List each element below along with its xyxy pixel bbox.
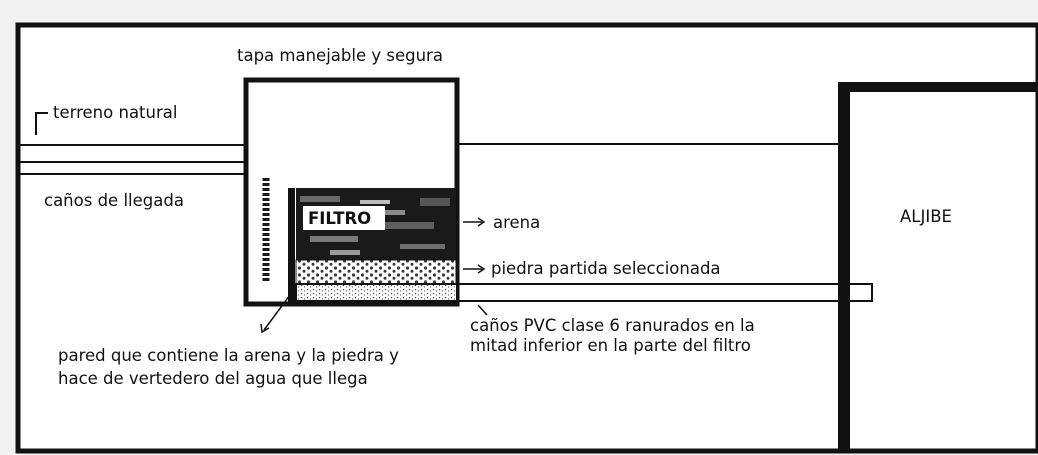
wall-label-line2: hace de vertedero del agua que llega [58, 369, 368, 388]
crushed-stone-layer [295, 259, 457, 285]
filter-label-box [303, 206, 385, 230]
cistern-wall [838, 82, 850, 452]
containing-wall [288, 188, 295, 302]
gravel-layer [296, 284, 456, 302]
crushed-stone-label: piedra partida seleccionada [491, 259, 721, 278]
pvc-label-line2: mitad inferior en la parte del filtro [470, 336, 751, 355]
natural-ground-bracket [35, 112, 48, 135]
cistern-top [838, 82, 1038, 92]
sand-label: arena [493, 213, 540, 232]
pvc-pointer [477, 304, 488, 316]
wall-pointer-head [260, 323, 270, 334]
inlet-pipes-label: caños de llegada [44, 191, 184, 210]
pvc-pipe [295, 283, 873, 302]
wall-label-line1: pared que contiene la arena y la piedra … [58, 346, 399, 365]
lid-label: tapa manejable y segura [237, 46, 443, 65]
cistern-label: ALJIBE [900, 207, 952, 226]
outer-frame [15, 22, 1038, 454]
wall-pointer [263, 294, 291, 331]
natural-ground-label: terreno natural [53, 103, 177, 122]
sand-arrow-head [477, 217, 486, 227]
pvc-label-line1: caños PVC clase 6 ranurados en la [470, 316, 755, 335]
stone-arrow-head [477, 264, 486, 274]
filter-label: FILTRO [308, 209, 371, 228]
